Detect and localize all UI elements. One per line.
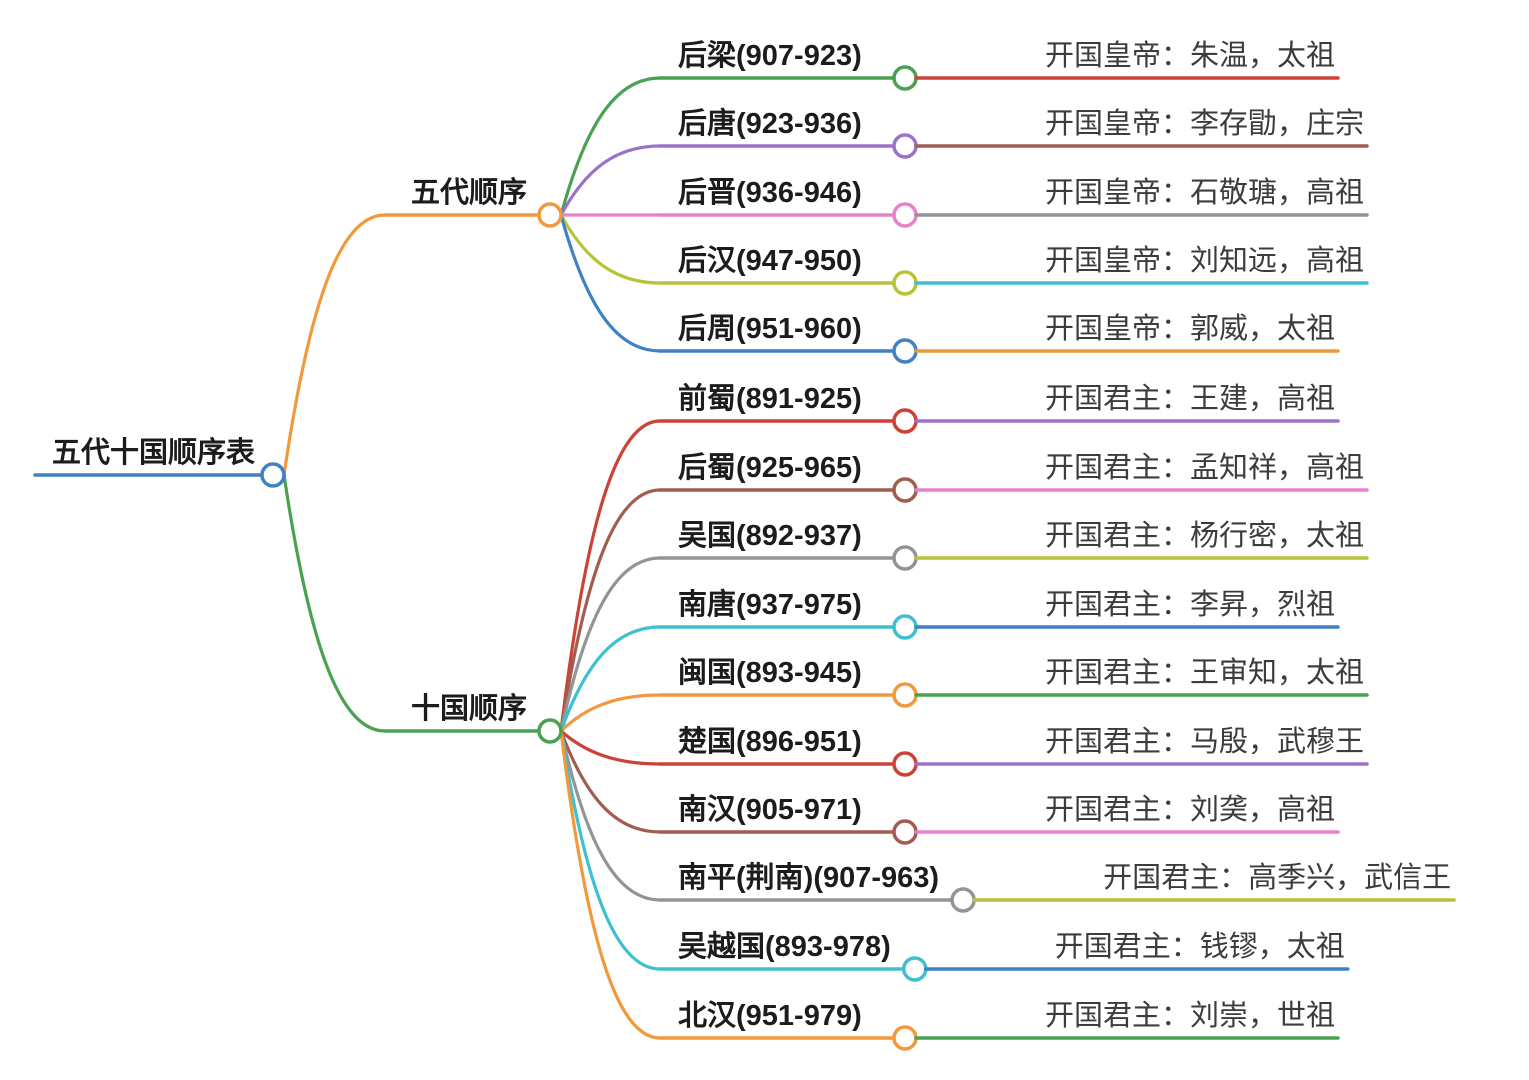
branch-node-label[interactable]: 五代顺序 bbox=[411, 177, 528, 209]
collapse-handle-circle[interactable] bbox=[892, 545, 918, 571]
founder-leaf-label[interactable]: 开国君主：高季兴，武信王 bbox=[1103, 862, 1452, 894]
edge-curve bbox=[559, 556, 662, 733]
founder-leaf-label[interactable]: 开国君主：刘䶮，高祖 bbox=[1045, 794, 1336, 826]
edge-curve bbox=[559, 729, 662, 902]
kingdom-node-label[interactable]: 吴越国(893-978) bbox=[678, 931, 891, 963]
kingdom-node-label[interactable]: 北汉(951-979) bbox=[678, 1000, 862, 1032]
edge-curve bbox=[282, 213, 387, 477]
kingdom-node-label[interactable]: 后唐(923-936) bbox=[678, 108, 862, 140]
founder-leaf-label[interactable]: 开国君主：马殷，武穆王 bbox=[1045, 726, 1365, 758]
edge-curve bbox=[559, 729, 662, 834]
edge-curve bbox=[282, 473, 387, 733]
edge-curve bbox=[559, 213, 662, 285]
collapse-handle-circle[interactable] bbox=[892, 682, 918, 708]
kingdom-node-label[interactable]: 后汉(947-950) bbox=[678, 245, 862, 277]
kingdom-node-label[interactable]: 南汉(905-971) bbox=[678, 794, 862, 826]
branch-node-label[interactable]: 十国顺序 bbox=[411, 693, 528, 725]
kingdom-node-label[interactable]: 吴国(892-937) bbox=[678, 520, 862, 552]
collapse-handle-circle[interactable] bbox=[537, 718, 563, 744]
collapse-handle-circle[interactable] bbox=[902, 956, 928, 982]
kingdom-node-label[interactable]: 后晋(936-946) bbox=[678, 177, 862, 209]
root-node-label[interactable]: 五代十国顺序表 bbox=[52, 437, 256, 469]
collapse-handle-circle[interactable] bbox=[892, 477, 918, 503]
collapse-handle-circle[interactable] bbox=[537, 202, 563, 228]
edge-curve bbox=[559, 693, 662, 733]
edge-curve bbox=[559, 729, 662, 766]
founder-leaf-label[interactable]: 开国君主：杨行密，太祖 bbox=[1045, 520, 1365, 552]
kingdom-node-label[interactable]: 后周(951-960) bbox=[678, 313, 862, 345]
edge-curve bbox=[559, 729, 662, 971]
kingdom-node-label[interactable]: 后蜀(925-965) bbox=[678, 452, 862, 484]
collapse-handle-circle[interactable] bbox=[892, 819, 918, 845]
founder-leaf-label[interactable]: 开国君主：王建，高祖 bbox=[1045, 383, 1336, 415]
edge-curve bbox=[559, 419, 662, 733]
edge-curve bbox=[559, 76, 662, 217]
kingdom-node-label[interactable]: 后梁(907-923) bbox=[678, 40, 862, 72]
founder-leaf-label[interactable]: 开国君主：孟知祥，高祖 bbox=[1045, 452, 1365, 484]
founder-leaf-label[interactable]: 开国皇帝：郭威，太祖 bbox=[1045, 313, 1336, 345]
kingdom-node-label[interactable]: 楚国(896-951) bbox=[678, 726, 862, 758]
collapse-handle-circle[interactable] bbox=[260, 462, 286, 488]
edge-curve bbox=[559, 625, 662, 733]
founder-leaf-label[interactable]: 开国君主：李昇，烈祖 bbox=[1045, 589, 1336, 621]
collapse-handle-circle[interactable] bbox=[892, 202, 918, 228]
founder-leaf-label[interactable]: 开国皇帝：李存勖，庄宗 bbox=[1045, 108, 1365, 140]
collapse-handle-circle[interactable] bbox=[892, 614, 918, 640]
collapse-handle-circle[interactable] bbox=[892, 338, 918, 364]
collapse-handle-circle[interactable] bbox=[950, 887, 976, 913]
edge-curve bbox=[559, 144, 662, 217]
founder-leaf-label[interactable]: 开国皇帝：刘知远，高祖 bbox=[1045, 245, 1365, 277]
edge-curve bbox=[559, 213, 662, 353]
kingdom-node-label[interactable]: 闽国(893-945) bbox=[678, 657, 862, 689]
edge-curve bbox=[559, 488, 662, 733]
collapse-handle-circle[interactable] bbox=[892, 751, 918, 777]
founder-leaf-label[interactable]: 开国君主：钱镠，太祖 bbox=[1054, 931, 1345, 963]
founder-leaf-label[interactable]: 开国皇帝：朱温，太祖 bbox=[1045, 40, 1336, 72]
collapse-handle-circle[interactable] bbox=[892, 133, 918, 159]
collapse-handle-circle[interactable] bbox=[892, 1025, 918, 1051]
founder-leaf-label[interactable]: 开国皇帝：石敬瑭，高祖 bbox=[1045, 177, 1365, 209]
collapse-handle-circle[interactable] bbox=[892, 408, 918, 434]
collapse-handle-circle[interactable] bbox=[892, 65, 918, 91]
edge-curve bbox=[559, 729, 662, 1040]
collapse-handle-circle[interactable] bbox=[892, 270, 918, 296]
founder-leaf-label[interactable]: 开国君主：王审知，太祖 bbox=[1045, 657, 1365, 689]
founder-leaf-label[interactable]: 开国君主：刘崇，世祖 bbox=[1045, 1000, 1336, 1032]
kingdom-node-label[interactable]: 前蜀(891-925) bbox=[678, 383, 862, 415]
kingdom-node-label[interactable]: 南平(荆南)(907-963) bbox=[678, 862, 940, 894]
kingdom-node-label[interactable]: 南唐(937-975) bbox=[678, 589, 862, 621]
